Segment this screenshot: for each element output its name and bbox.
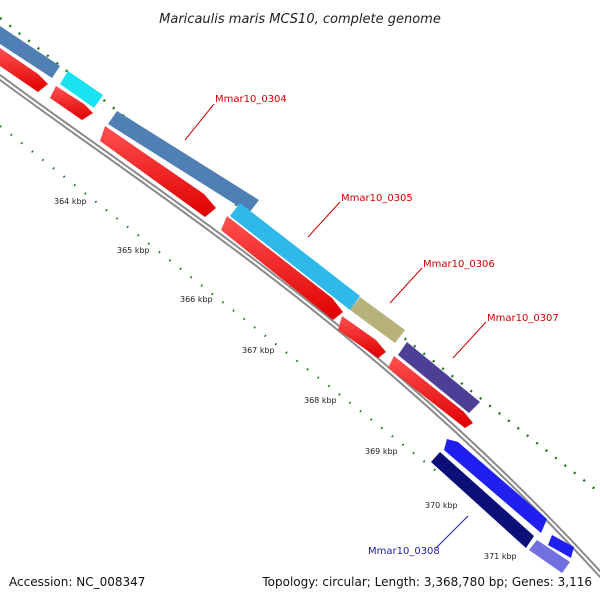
feature-steelblue-2 [108,111,259,213]
feature-khaki [350,297,405,343]
feature-cyan-1 [60,71,103,108]
map-title: Maricaulis maris MCS10, complete genome [159,12,441,27]
cds-arrow-1 [0,48,48,92]
kbp-label: 367 kbp [242,346,275,355]
callout-line [435,515,469,549]
gene-label-mmar10-0304: Mmar10_0304 [215,94,287,105]
kbp-label: 369 kbp [365,447,398,456]
cds-arrow-2 [50,86,93,120]
kbp-labels: 364 kbp 365 kbp 366 kbp 367 kbp 368 kbp … [54,197,517,561]
gene-label-mmar10-0308: Mmar10_0308 [368,546,440,557]
callout-line [307,201,341,238]
feature-blue-1 [444,439,547,533]
upper-feature-track [0,26,574,573]
cds-arrow-3 [100,126,216,217]
kbp-label: 365 kbp [117,246,150,255]
feature-blue-2 [548,535,574,558]
cds-arrow-4 [221,216,343,320]
cds-arrow-6 [388,356,473,428]
kbp-label: 366 kbp [180,295,213,304]
feature-lavender [529,540,570,573]
callout-line [389,267,423,304]
gene-label-mmar10-0305: Mmar10_0305 [341,193,413,204]
feature-skyblue [230,203,360,310]
feature-purple [398,342,480,413]
cds-arrow-5 [338,316,386,358]
kbp-label: 370 kbp [425,501,458,510]
genome-summary-text: Topology: circular; Length: 3,368,780 bp… [261,575,592,589]
callout-line [452,321,487,359]
genome-backbone [0,73,600,579]
gene-label-mmar10-0307: Mmar10_0307 [487,313,559,324]
kbp-label: 364 kbp [54,197,87,206]
kbp-label: 368 kbp [304,396,337,405]
gene-callouts: Mmar10_0304 Mmar10_0305 Mmar10_0306 Mmar… [184,94,559,557]
gene-label-mmar10-0306: Mmar10_0306 [423,259,495,270]
callout-line [184,103,215,141]
feature-navy [431,452,534,548]
feature-steelblue-1 [0,26,60,78]
kbp-label: 371 kbp [484,552,517,561]
cds-track [0,48,473,428]
outer-tick-track [0,17,600,494]
accession-text: Accession: NC_008347 [9,575,145,589]
